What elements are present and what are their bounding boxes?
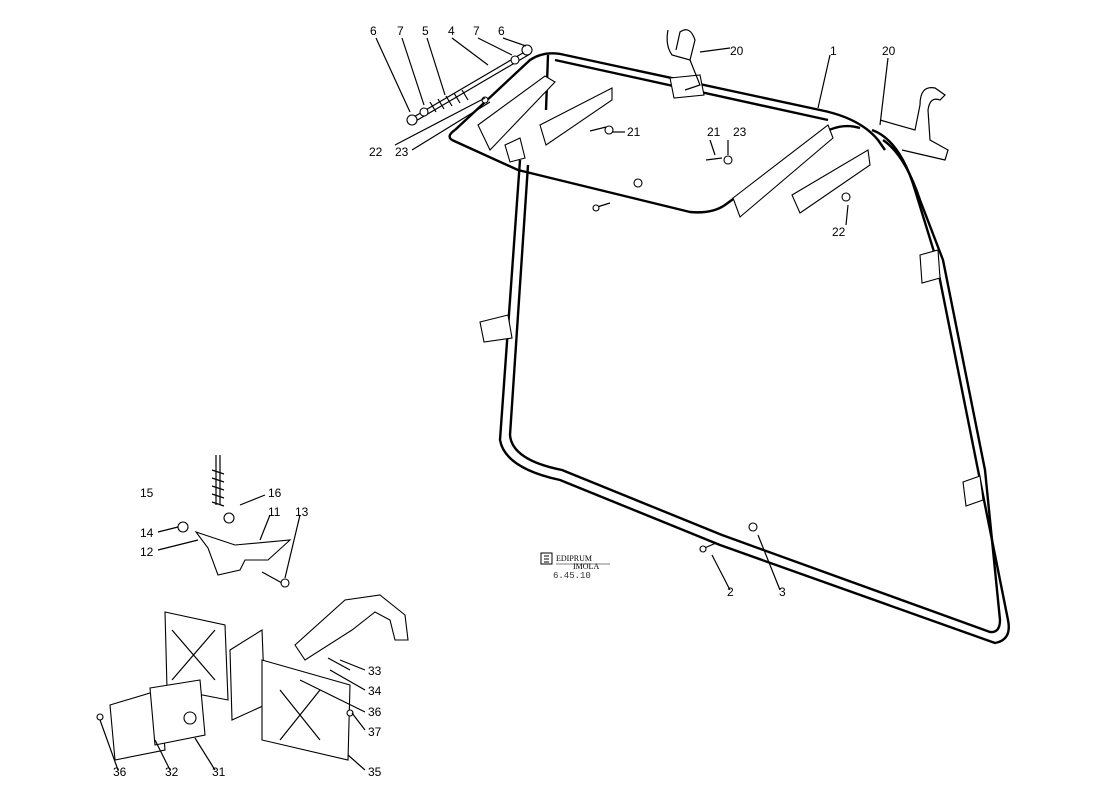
label-part-37: 37 [368,725,382,739]
logo-brand: EDIPRUM [556,554,592,563]
frame-brackets [477,74,984,507]
label-part-14: 14 [140,526,154,540]
hook-part-20-upper [666,29,701,91]
label-part-31: 31 [212,765,226,779]
label-part-23: 23 [395,145,409,159]
label-part-21: 21 [627,125,641,139]
label-part-35: 35 [368,765,382,779]
label-part-20: 20 [730,44,744,58]
hook-part-20-right [879,87,949,161]
label-part-34: 34 [368,684,382,698]
label-part-5: 5 [422,24,429,38]
drawing-reference: 6.45.10 [553,571,591,581]
logo-sub: IMOLA [573,562,599,571]
spring-rod-assembly [406,44,533,126]
label-part-2: 2 [727,585,734,599]
label-part-33: 33 [368,664,382,678]
label-part-13: 13 [295,505,309,519]
label-part-7: 7 [397,24,404,38]
label-part-21: 21 [707,125,721,139]
label-part-7: 7 [473,24,480,38]
label-part-1: 1 [830,44,837,58]
lower-plate-assembly [96,594,409,761]
label-part-15: 15 [140,486,154,500]
label-part-12: 12 [140,545,154,559]
label-part-23: 23 [733,125,747,139]
label-part-36: 36 [368,705,382,719]
label-part-6: 6 [498,24,505,38]
leader-lines [99,37,889,771]
label-part-32: 32 [165,765,179,779]
label-part-22: 22 [832,225,846,239]
label-part-11: 11 [268,505,281,519]
label-part-6: 6 [370,24,377,38]
latch-assembly [177,455,292,588]
publisher-logo: EDIPRUM IMOLA 6.45.10 [540,552,610,581]
label-part-36: 36 [113,765,127,779]
label-part-22: 22 [369,145,383,159]
frame-assembly [448,52,1010,645]
label-part-3: 3 [779,585,786,599]
fasteners-frame [589,125,851,553]
part-labels: 6 7 5 4 7 6 20 1 20 21 21 23 22 23 22 15… [113,24,896,779]
label-part-20: 20 [882,44,896,58]
label-part-4: 4 [448,24,455,38]
label-part-16: 16 [268,486,282,500]
